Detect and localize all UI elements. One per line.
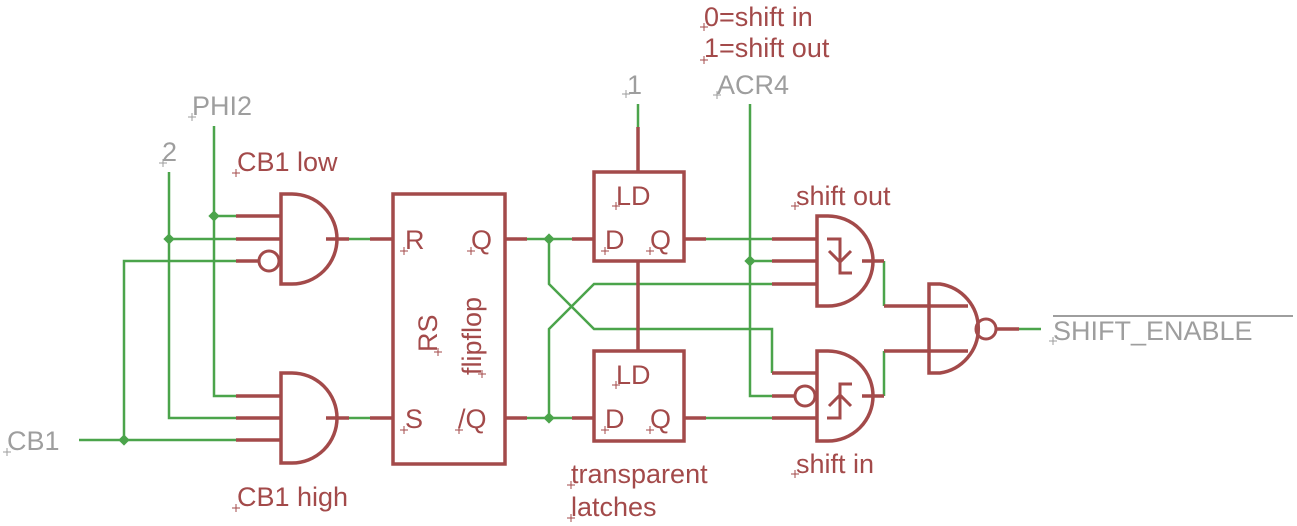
nand-gate-output: [927, 282, 1019, 375]
pin-q-label: Q: [471, 225, 492, 255]
and-gate-cb1-high: [236, 371, 349, 465]
net-label-two: 2: [162, 137, 177, 167]
pin-r-label: R: [405, 225, 425, 255]
label-mode-1: 1=shift out: [704, 33, 830, 63]
pin-s-label: S: [405, 404, 423, 434]
label-mode-0: 0=shift in: [704, 2, 813, 32]
pin-nq-label: /Q: [458, 404, 487, 434]
junctions: [118, 210, 756, 446]
label-latches-2: latches: [571, 492, 657, 522]
junction-dot: [744, 255, 756, 267]
junction-dot: [118, 434, 130, 446]
wire-cb1-to-low: [122, 259, 236, 440]
annotations: CB1 low CB1 high 0=shift in 1=shift out …: [237, 2, 891, 522]
label-shift-out: shift out: [796, 181, 891, 211]
net-label-phi2: PHI2: [192, 91, 252, 121]
latch-top-d-label: D: [605, 225, 625, 255]
wire-nq-cross: [547, 282, 772, 418]
latch-bottom-ld-label: LD: [616, 360, 651, 390]
latch-bottom-q-label: Q: [650, 404, 671, 434]
and-gate-shift-in: [772, 349, 929, 443]
origin-markers-label: [232, 23, 799, 522]
flipflop-name-rs: RS: [413, 314, 443, 352]
junction-dot: [208, 210, 220, 222]
flipflop-name: flipflop: [457, 297, 487, 375]
latch-bottom-d-label: D: [605, 404, 625, 434]
label-latches-1: transparent: [571, 459, 708, 489]
junction-dot: [543, 233, 555, 245]
net-label-one: 1: [627, 70, 642, 100]
wires: [79, 104, 1041, 442]
latch-bottom: LD D Q: [572, 349, 706, 443]
net-labels: PHI2 2 CB1 1 ACR4 SHIFT_ENABLE: [7, 70, 1293, 456]
label-cb1-high: CB1 high: [237, 482, 348, 512]
junction-dot: [543, 412, 555, 424]
net-label-shift-enable: SHIFT_ENABLE: [1053, 316, 1253, 346]
net-label-acr4: ACR4: [717, 70, 789, 100]
inverter-bubble: [257, 249, 281, 273]
and-gate-cb1-low: [236, 192, 349, 286]
latch-top-ld-label: LD: [616, 181, 651, 211]
latch-top-q-label: Q: [650, 225, 671, 255]
rs-flipflop: R Q S /Q RS flipflop: [370, 192, 527, 466]
and-gate-shift-out: [772, 214, 929, 308]
inverter-bubble: [793, 384, 817, 408]
rising-edge-icon: [827, 382, 853, 420]
junction-dot: [163, 233, 175, 245]
origin-markers-net: [3, 90, 1057, 456]
latch-top: LD D Q: [572, 127, 706, 351]
wire-q-cross: [547, 239, 774, 373]
label-cb1-low: CB1 low: [237, 147, 338, 177]
falling-edge-icon: [827, 237, 853, 275]
wire-two: [167, 172, 236, 420]
net-label-cb1: CB1: [7, 426, 60, 456]
label-shift-in: shift in: [796, 449, 874, 479]
wire-acr4: [748, 104, 772, 398]
